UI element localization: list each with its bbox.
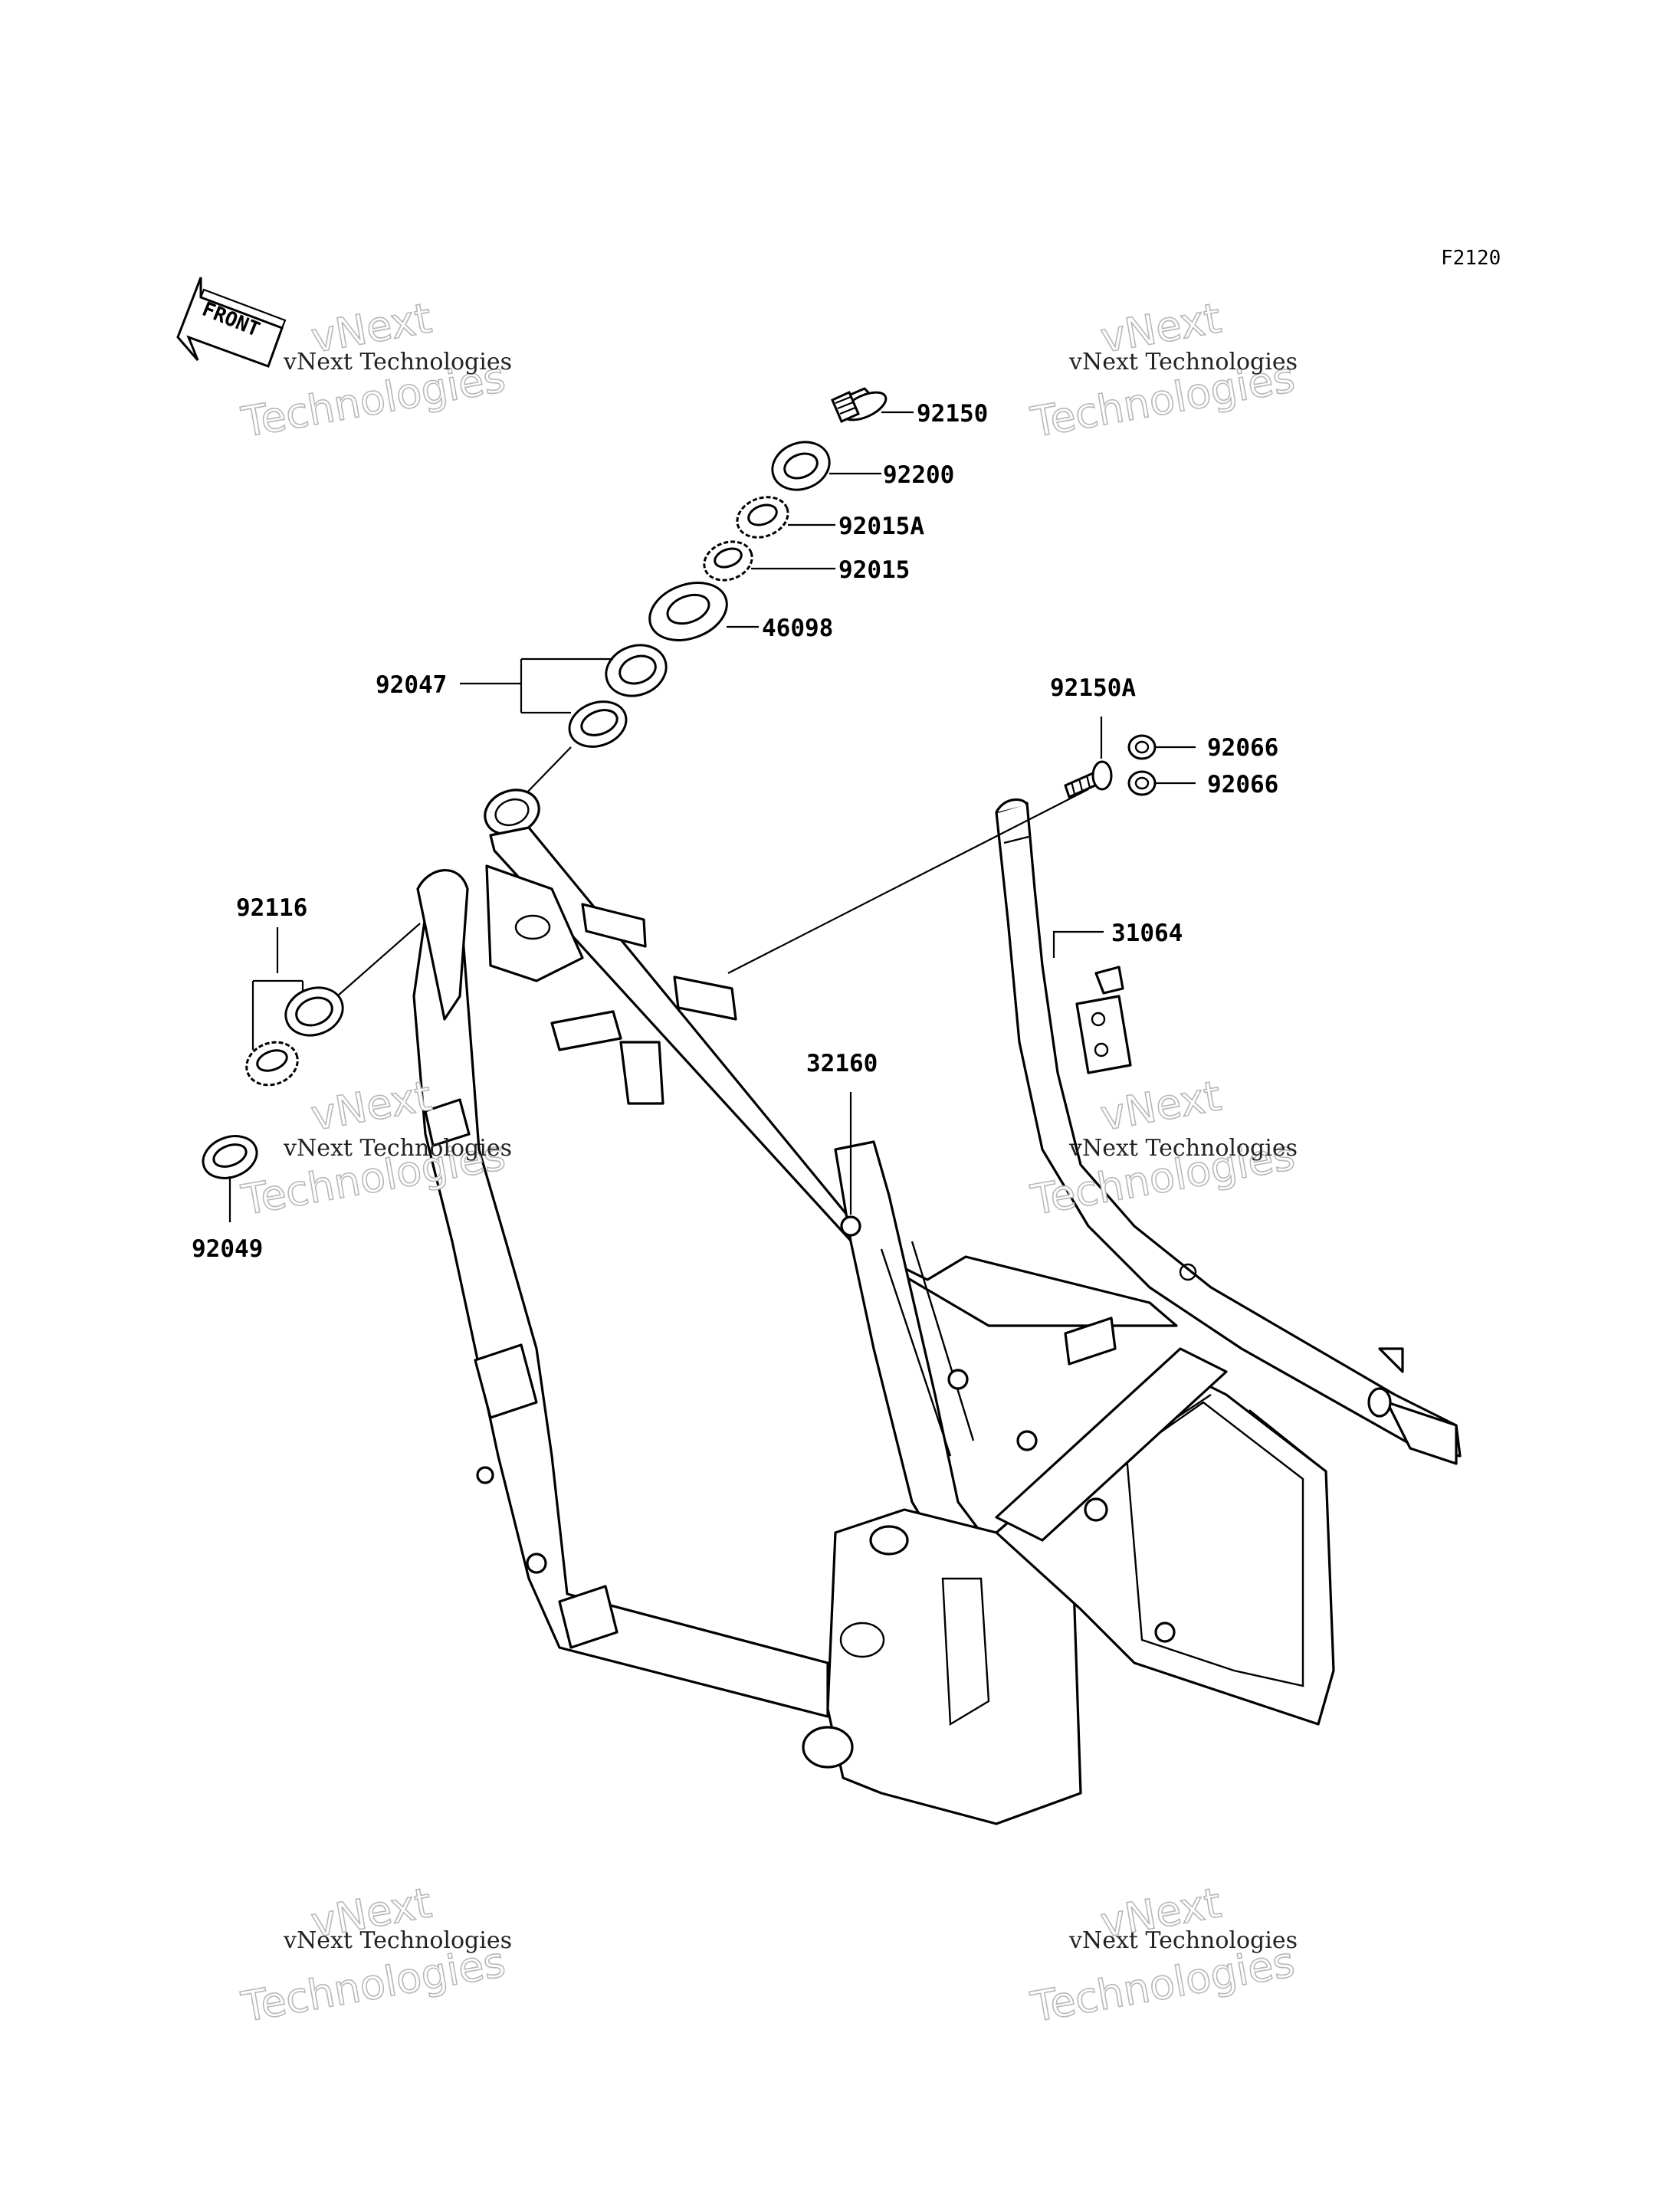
front-arrow-icon: FRONT (176, 277, 287, 368)
diagram-code: F2120 (1441, 247, 1501, 270)
callout-92150: 92150 (917, 400, 988, 428)
callout-92049: 92049 (192, 1235, 263, 1263)
bolt-92150A (1064, 760, 1113, 799)
nut-92066-upper (1127, 734, 1157, 760)
svg-text:vNext: vNext (307, 1071, 435, 1139)
callout-92047: 92047 (376, 671, 447, 699)
watermark-top-right: vNext Technologies vNext Technologies (1027, 293, 1299, 448)
washer-92200 (771, 441, 831, 491)
svg-text:vNext Technologies: vNext Technologies (1068, 349, 1298, 375)
callout-31064: 31064 (1111, 920, 1183, 947)
watermark-bottom-left: vNext Technologies vNext Technologies (238, 1878, 512, 2032)
seal-92049 (202, 1135, 258, 1179)
bolt-92150 (831, 387, 888, 423)
seal-46098 (648, 582, 728, 641)
callout-92150A: 92150A (1050, 674, 1136, 702)
nut-92066-lower (1127, 770, 1157, 796)
svg-text:vNext Technologies: vNext Technologies (283, 1927, 512, 1954)
svg-text:vNext Technologies: vNext Technologies (1068, 1927, 1298, 1954)
svg-text:vNext: vNext (1097, 1071, 1224, 1139)
watermark-mid-right: vNext Technologies vNext Technologies (1027, 1071, 1299, 1225)
callout-92116: 92116 (236, 894, 307, 922)
callout-92066-upper: 92066 (1207, 734, 1278, 762)
nut-92015A (736, 496, 789, 539)
watermark-top-left: vNext Technologies vNext Technologies (238, 293, 512, 448)
callout-32160: 32160 (806, 1050, 878, 1077)
bearing-92047-lower (568, 700, 628, 748)
side-frame-31064 (995, 798, 1462, 1465)
bearing-92116-lower (245, 1041, 299, 1087)
race-92116-upper (284, 986, 344, 1037)
callout-92200: 92200 (883, 461, 954, 489)
bearing-92047-upper (605, 644, 668, 697)
watermark-bottom-right: vNext Technologies vNext Technologies (1027, 1878, 1299, 2032)
nut-92015 (703, 540, 753, 582)
svg-text:vNext Technologies: vNext Technologies (1068, 1135, 1298, 1162)
svg-text:vNext Technologies: vNext Technologies (283, 349, 512, 375)
callout-92015: 92015 (838, 556, 910, 584)
frame-32160 (412, 789, 1335, 1825)
callout-92066-lower: 92066 (1207, 771, 1278, 798)
callout-46098: 46098 (762, 615, 833, 642)
callout-92015A: 92015A (838, 513, 924, 540)
svg-text:vNext Technologies: vNext Technologies (283, 1135, 512, 1162)
